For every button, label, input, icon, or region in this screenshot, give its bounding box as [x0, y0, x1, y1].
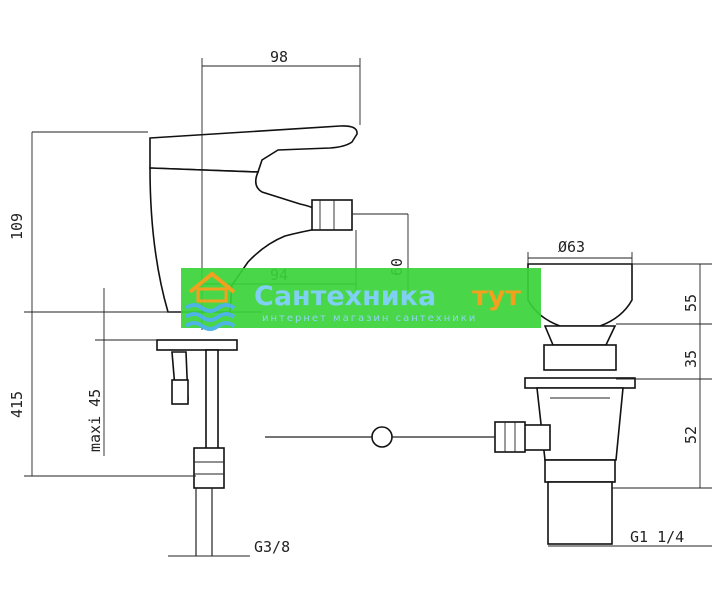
house-logo-icon [184, 271, 236, 331]
dim-waste-height: 52 [682, 426, 700, 444]
watermark-title-b: тут [472, 281, 521, 312]
dim-inlet-thread: G3/8 [254, 538, 290, 556]
waste-assembly [265, 263, 636, 545]
dim-cap-height: 55 [682, 294, 700, 312]
watermark-banner: Сантехника тут интернет магазин сантехни… [181, 268, 541, 331]
mixer-body [149, 125, 358, 556]
dim-cap-diameter: Ø63 [558, 238, 585, 256]
dim-total-height: 415 [8, 391, 26, 418]
dim-width-top: 98 [270, 48, 288, 66]
dim-outlet-thread: G1 1/4 [630, 528, 684, 546]
watermark-subtitle: интернет магазин сантехники [262, 313, 477, 324]
watermark-title-a: Сантехника [254, 281, 436, 312]
dim-adjust-range: 35 [682, 350, 700, 368]
dim-height-body: 109 [8, 213, 26, 240]
dim-max-clamp: maxi 45 [86, 389, 104, 452]
